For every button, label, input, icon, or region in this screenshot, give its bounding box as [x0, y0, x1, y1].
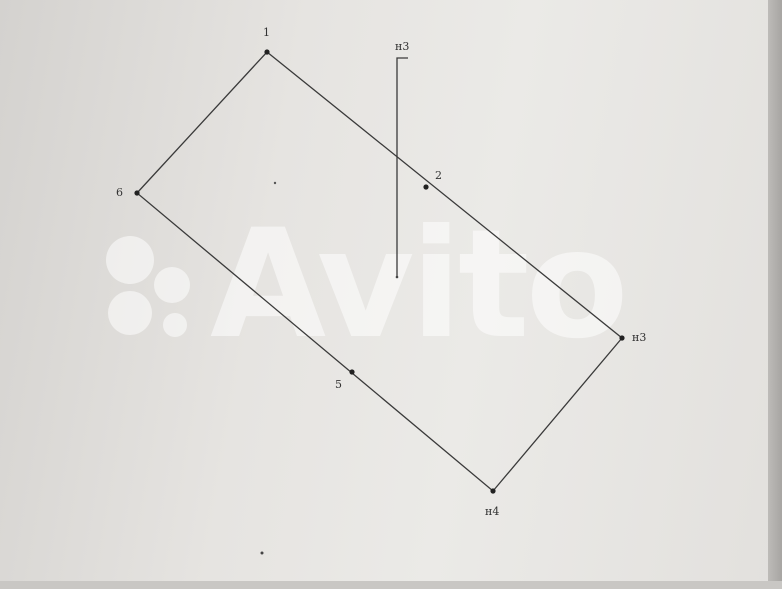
vertex-label-4: н4 [485, 505, 500, 518]
land-plot-outline [136, 51, 623, 492]
paper-bottom-shadow [0, 581, 782, 589]
marker-label: н3 [395, 40, 410, 53]
vertex-2 [423, 184, 429, 190]
paper-edge [768, 0, 782, 589]
vertex-label-1: 1 [263, 26, 270, 39]
vertex-label-6: 6 [116, 186, 123, 199]
vertex-label-3: н3 [632, 331, 647, 344]
vertex-3 [619, 335, 625, 341]
inner-dot [273, 181, 277, 185]
vertex-6 [134, 190, 140, 196]
bracket-end-dot [395, 275, 399, 279]
vertex-label-5: 5 [335, 378, 342, 391]
vertex-label-2: 2 [435, 169, 442, 182]
vertex-1 [264, 49, 270, 55]
vertex-5 [349, 369, 355, 375]
stray-dot [260, 551, 264, 555]
marker-bracket [396, 57, 408, 277]
vertex-4 [490, 488, 496, 494]
